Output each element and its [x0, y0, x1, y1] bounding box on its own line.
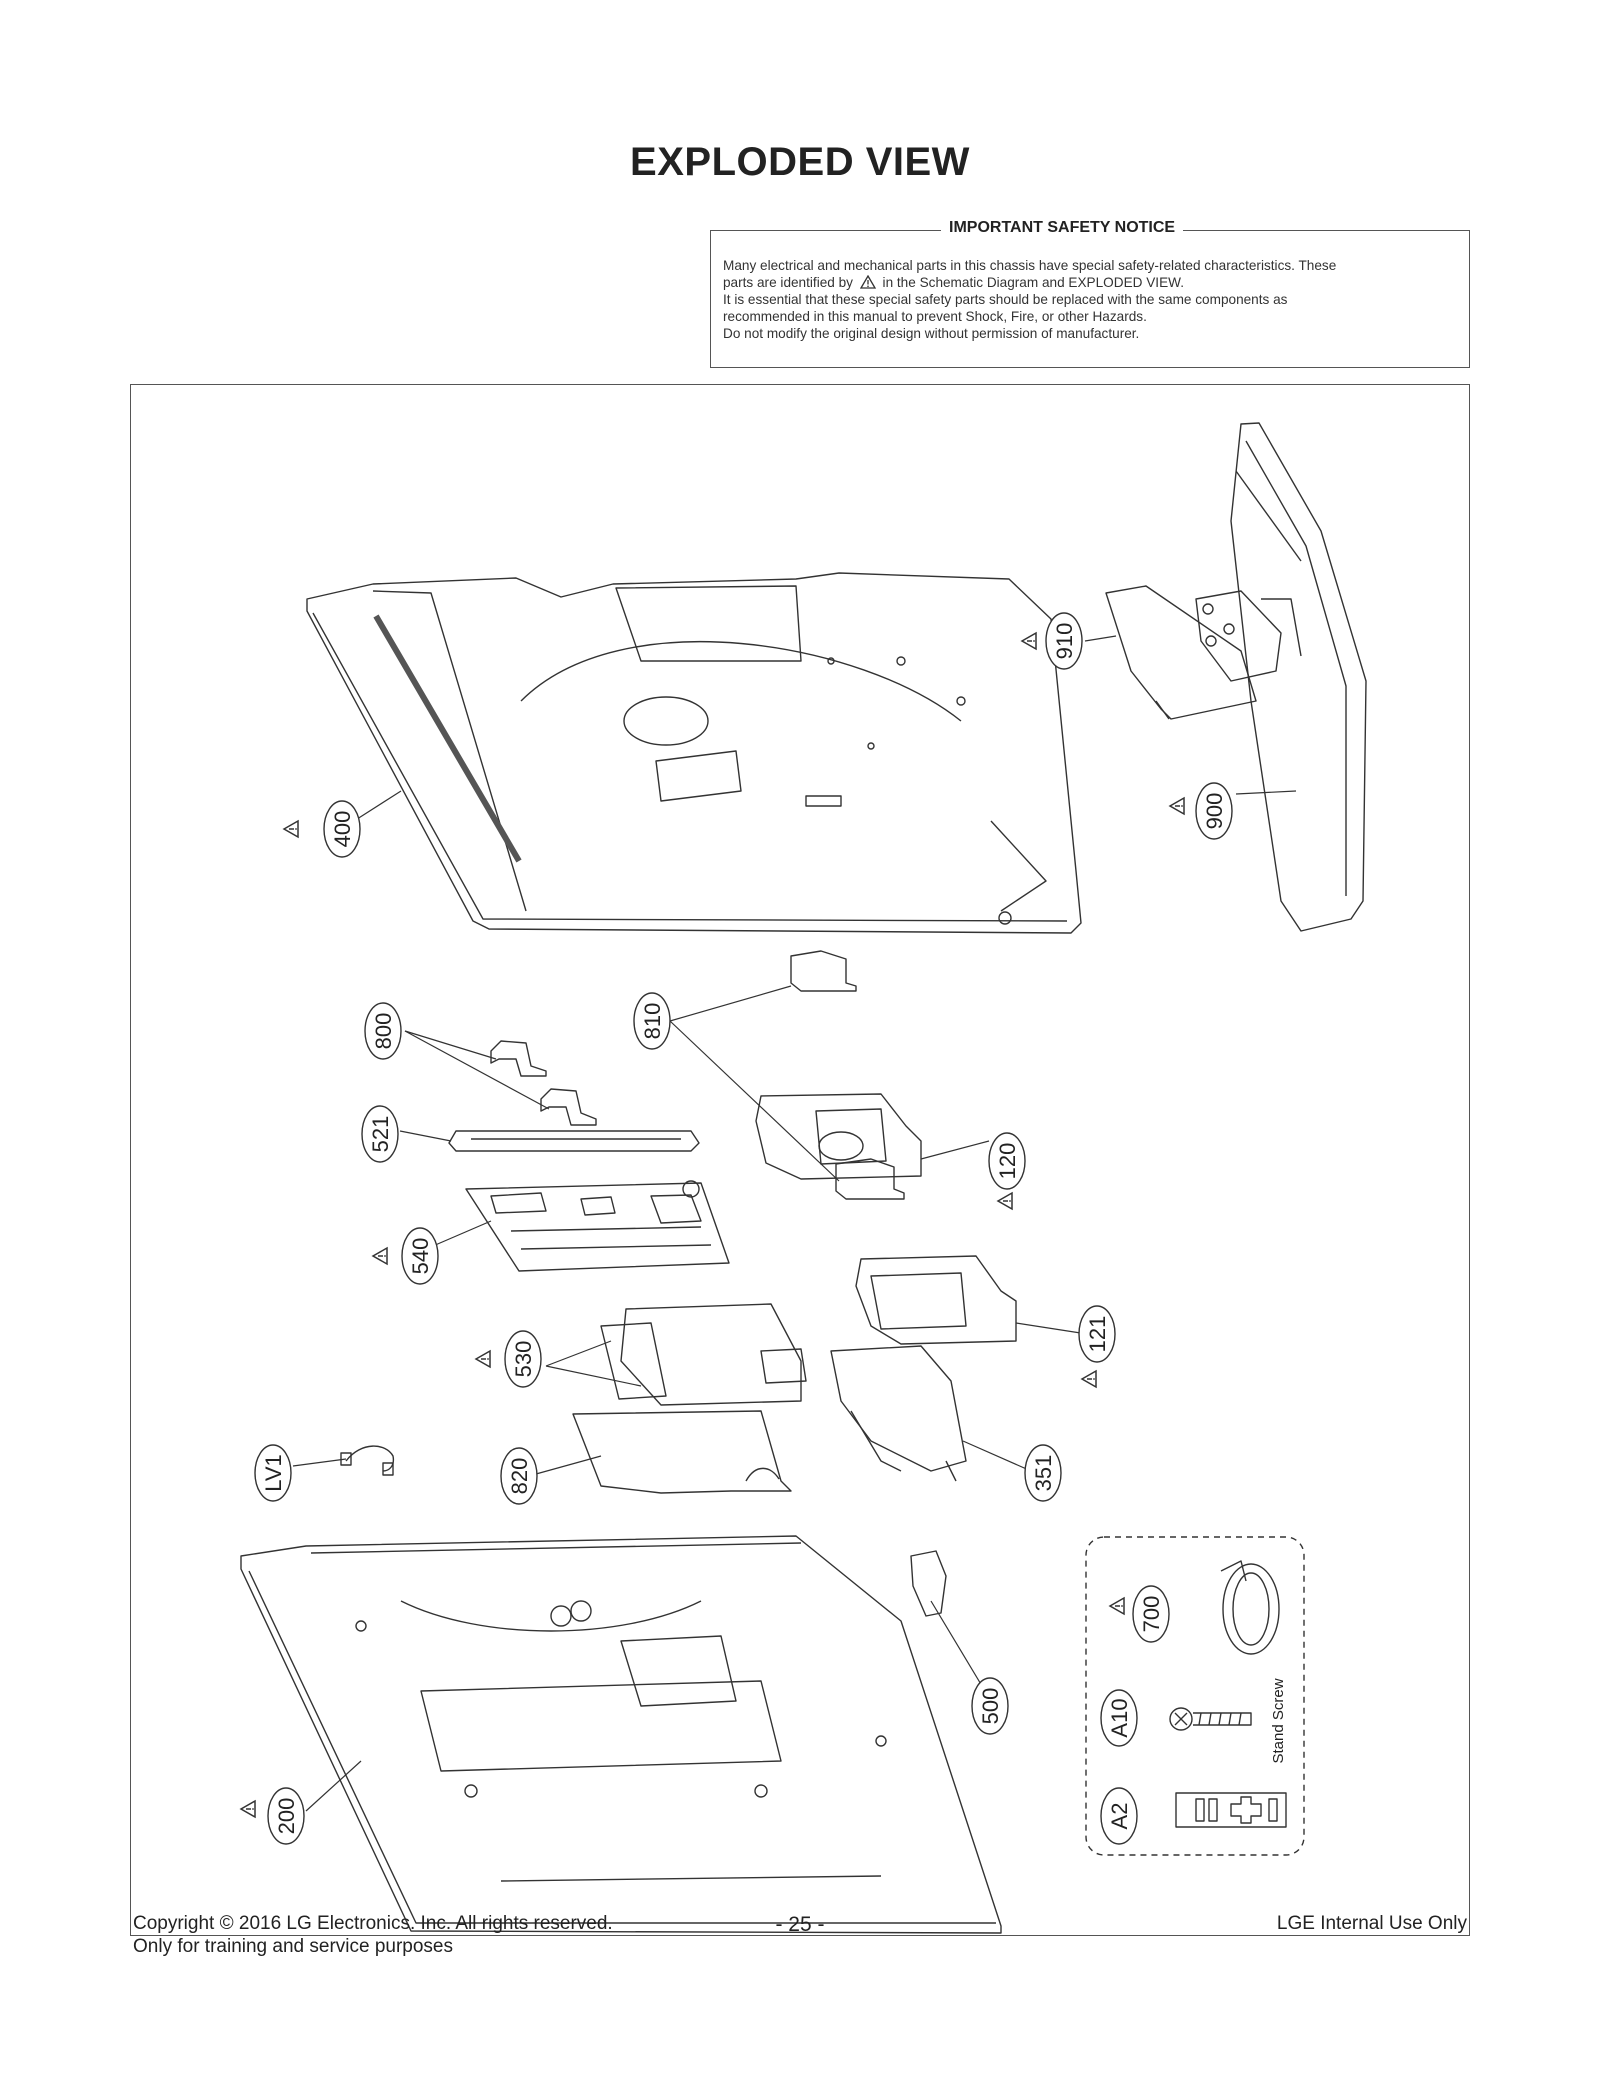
svg-text:540: 540	[408, 1238, 433, 1275]
warning-triangle-icon	[475, 1350, 491, 1368]
notice-line-5: Do not modify the original design withou…	[723, 326, 1140, 341]
svg-text:900: 900	[1202, 793, 1227, 830]
svg-text:121: 121	[1085, 1316, 1110, 1353]
notice-line-1: Many electrical and mechanical parts in …	[723, 258, 1337, 273]
notice-line-4: recommended in this manual to prevent Sh…	[723, 309, 1147, 324]
warning-triangle-icon	[1081, 1370, 1097, 1388]
svg-text:120: 120	[995, 1143, 1020, 1180]
svg-text:820: 820	[507, 1458, 532, 1495]
callout-351: 351	[1024, 1444, 1062, 1502]
svg-text:910: 910	[1052, 623, 1077, 660]
callout-lv1: LV1	[254, 1444, 292, 1502]
panel-200-drawing	[240, 1535, 1002, 1934]
svg-text:351: 351	[1031, 1455, 1056, 1492]
label-a2-drawing	[1175, 1792, 1287, 1828]
svg-text:700: 700	[1139, 1596, 1164, 1633]
callout-820: 820	[500, 1447, 538, 1505]
svg-text:200: 200	[274, 1798, 299, 1835]
bracket-810-drawing	[790, 950, 905, 1200]
bracket-521-drawing	[448, 1130, 700, 1152]
svg-text:A10: A10	[1107, 1698, 1132, 1737]
exploded-view-diagram: 910 900 400 800 810 521 120 540	[130, 384, 1470, 1936]
lvds-cable-drawing	[340, 1445, 395, 1476]
power-board-530-drawing	[600, 1303, 807, 1406]
stand-neck-drawing	[1105, 585, 1302, 720]
callout-a10: A10	[1100, 1689, 1138, 1747]
callout-a2: A2	[1100, 1787, 1138, 1845]
power-cord-700-drawing	[1220, 1560, 1280, 1655]
callout-810: 810	[633, 992, 671, 1050]
notice-line-2: parts are identified by in the Schematic…	[723, 274, 1457, 291]
bracket-800-drawing	[490, 1040, 597, 1126]
safety-notice-box: IMPORTANT SAFETY NOTICE Many electrical …	[710, 219, 1470, 368]
page-number: - 25 -	[775, 1913, 825, 1936]
svg-text:521: 521	[368, 1116, 393, 1153]
svg-text:530: 530	[511, 1341, 536, 1378]
svg-text:A2: A2	[1107, 1803, 1132, 1830]
callout-500: 500	[971, 1677, 1009, 1735]
warning-triangle-icon	[240, 1800, 256, 1818]
back-cover-drawing	[306, 572, 1082, 934]
leader-lines	[292, 635, 1297, 1812]
clip-500-drawing	[910, 1550, 947, 1617]
bracket-351-drawing	[830, 1345, 967, 1482]
stand-screw-note: Stand Screw	[1270, 1678, 1287, 1763]
insulator-sheet-820-drawing	[572, 1410, 792, 1494]
notice-line-3: It is essential that these special safet…	[723, 292, 1288, 307]
accessory-box	[1085, 1536, 1305, 1856]
callout-910: 910	[1045, 612, 1083, 670]
warning-triangle-icon	[859, 275, 876, 289]
diagram-canvas: 910 900 400 800 810 521 120 540	[240, 422, 1367, 1934]
footer-internal-use: LGE Internal Use Only	[1276, 1913, 1467, 1934]
callout-540: 540	[401, 1227, 439, 1285]
callout-800: 800	[364, 1002, 402, 1060]
warning-triangle-icon	[372, 1247, 388, 1265]
warning-triangle-icon	[1021, 632, 1037, 650]
footer-copyright: Copyright © 2016 LG Electronics. Inc. Al…	[133, 1913, 613, 1934]
callout-120: 120	[988, 1132, 1026, 1190]
callout-521: 521	[361, 1105, 399, 1163]
callout-400: 400	[323, 800, 361, 858]
callout-200: 200	[267, 1787, 305, 1845]
speaker-121-drawing	[855, 1255, 1017, 1345]
safety-notice-heading: IMPORTANT SAFETY NOTICE	[941, 219, 1184, 237]
stand-base-drawing	[1230, 422, 1367, 932]
footer-purpose: Only for training and service purposes	[133, 1936, 453, 1957]
warning-triangle-icon	[283, 820, 299, 838]
callout-530: 530	[504, 1330, 542, 1388]
svg-text:Stand Screw: Stand Screw	[1270, 1678, 1287, 1763]
svg-text:500: 500	[978, 1688, 1003, 1725]
warning-triangle-icon	[1169, 797, 1185, 815]
main-board-540-drawing	[465, 1180, 730, 1272]
warning-triangle-icon	[997, 1192, 1013, 1210]
notice-line-2-after: in the Schematic Diagram and EXPLODED VI…	[882, 275, 1184, 290]
callout-900: 900	[1195, 782, 1233, 840]
svg-text:810: 810	[640, 1003, 665, 1040]
callout-121: 121	[1078, 1305, 1116, 1363]
callout-700: 700	[1132, 1585, 1170, 1643]
svg-text:400: 400	[330, 811, 355, 848]
page-title: EXPLODED VIEW	[630, 140, 970, 184]
warning-triangle-icon	[1109, 1597, 1125, 1615]
svg-text:LV1: LV1	[261, 1454, 286, 1492]
safety-notice-body: Many electrical and mechanical parts in …	[723, 257, 1457, 342]
svg-text:800: 800	[371, 1013, 396, 1050]
notice-line-2-before: parts are identified by	[723, 275, 853, 290]
footer-copyright-block: Copyright © 2016 LG Electronics. Inc. Al…	[133, 1912, 613, 1958]
stand-screw-a10-drawing	[1169, 1707, 1252, 1731]
speaker-120-drawing	[755, 1093, 922, 1180]
